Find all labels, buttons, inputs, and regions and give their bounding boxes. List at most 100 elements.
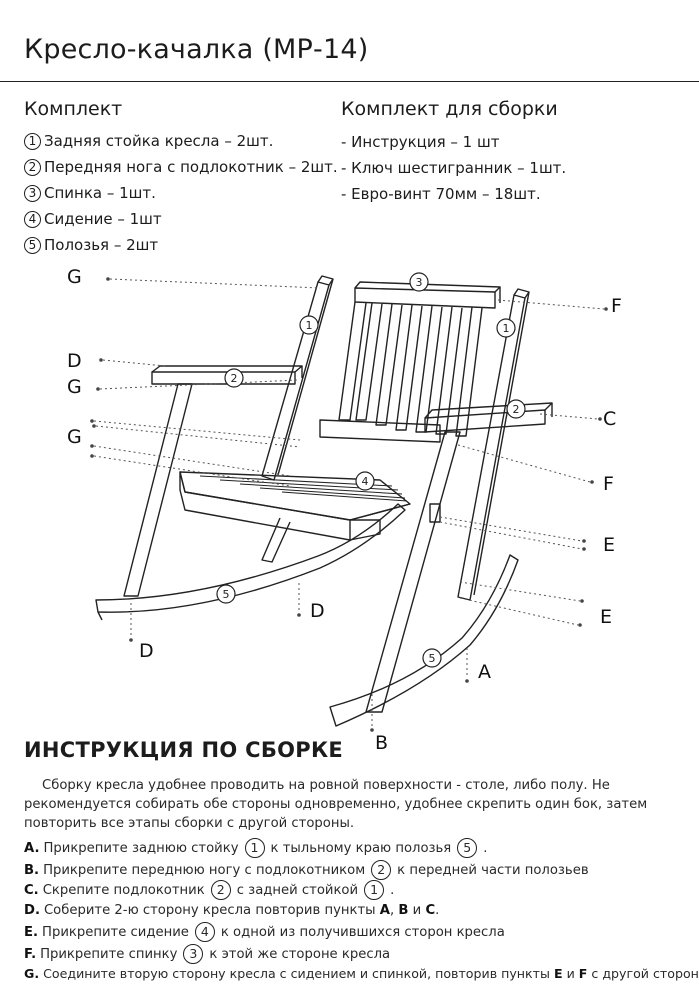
callout-4: 4 (355, 471, 375, 491)
screws (90, 277, 608, 732)
callout-5-left: 5 (216, 584, 236, 604)
step-text: и (566, 966, 575, 981)
instruction-step: G. Соедините вторую сторону кресла с сид… (24, 966, 699, 981)
label-d: D (310, 600, 325, 622)
part-number-badge: 3 (24, 184, 41, 202)
step-ref: A (379, 903, 390, 918)
label-c: C (603, 408, 616, 430)
kit-item: 4 Сидение – 1шт (24, 210, 162, 228)
part-number-badge: 5 (24, 236, 41, 254)
armrest-right (424, 409, 546, 433)
step-text: и (412, 903, 422, 918)
callout-number: 2 (513, 403, 520, 416)
part-number-badge: 4 (194, 922, 215, 942)
callout-number: 1 (306, 319, 313, 332)
callout-number: 5 (429, 652, 436, 665)
step-text: с другой стороны (591, 966, 699, 981)
instruction-step: E. Прикрепите сидение 4 к одной из получ… (24, 922, 505, 942)
seat-bracket (429, 503, 441, 523)
step-ref: B (398, 903, 409, 918)
kit-item: 1 Задняя стойка кресла – 2шт. (24, 132, 273, 150)
callout-number: 3 (416, 276, 423, 289)
instruction-step: B. Прикрепите переднюю ногу с подлокотни… (24, 860, 589, 880)
kit-item-text: Спинка – 1шт. (44, 184, 156, 202)
part-number-badge: 4 (24, 210, 41, 228)
callout-1-right: 1 (496, 318, 516, 338)
document-title: Кресло-качалка (МР-14) (24, 34, 369, 65)
step-text: . (435, 903, 440, 918)
step-text: Прикрепите спинку (40, 946, 178, 962)
assembly-kit-item: - Евро-винт 70мм – 18шт. (341, 185, 541, 203)
backrest-slats (338, 301, 483, 437)
step-letter: A. (24, 840, 40, 856)
step-ref: E (553, 966, 563, 981)
step-text: , (389, 903, 395, 918)
instruction-step: C. Скрепите подлокотник 2 с задней стойк… (24, 880, 394, 900)
step-text: Соберите 2-ю сторону кресла повторив пун… (43, 903, 376, 918)
step-text: с задней стойкой (236, 882, 359, 898)
step-letter: G. (24, 966, 40, 981)
step-letter: C. (24, 882, 39, 898)
kit-item-text: Задняя стойка кресла – 2шт. (44, 132, 274, 150)
backrest-bottom (319, 419, 441, 443)
label-d: D (139, 640, 154, 662)
part-number-badge: 3 (183, 944, 204, 964)
callout-number: 2 (231, 372, 238, 385)
instructions-heading: ИНСТРУКЦИЯ ПО СБОРКЕ (24, 738, 344, 762)
step-letter: D. (24, 903, 40, 918)
label-e: E (600, 606, 612, 628)
callout-number: 4 (362, 475, 369, 488)
step-text: Скрепите подлокотник (42, 882, 205, 898)
kit-item-text: Передняя нога с подлокотник – 2шт. (44, 158, 338, 176)
front-leg-left (123, 383, 193, 597)
assembly-kit-item: - Ключ шестигранник – 1шт. (341, 159, 567, 177)
title-divider (0, 81, 699, 82)
step-text: . (390, 882, 395, 898)
label-d: D (67, 350, 82, 372)
label-g: G (67, 426, 82, 448)
step-text: Соедините вторую сторону кресла с сидени… (43, 966, 550, 981)
callout-2-left: 2 (224, 368, 244, 388)
part-number-badge: 1 (364, 880, 385, 900)
part-number-badge: 5 (457, 838, 478, 858)
assembly-kit-heading: Комплект для сборки (341, 98, 558, 120)
step-text: . (483, 840, 488, 856)
callout-5-right: 5 (422, 648, 442, 668)
kit-item: 2 Передняя нога с подлокотник – 2шт. (24, 158, 338, 176)
leader-lines (93, 278, 605, 727)
kit-heading: Комплект (24, 98, 123, 120)
rocker-runner-right (329, 554, 519, 727)
callout-1-left: 1 (299, 315, 319, 335)
callout-2-right: 2 (506, 399, 526, 419)
label-b: B (375, 732, 388, 754)
step-letter: F. (24, 946, 37, 962)
instruction-step: D. Соберите 2-ю сторону кресла повторив … (24, 903, 439, 918)
label-e: E (603, 534, 615, 556)
exploded-chair-diagram: 1 1 3 2 2 4 5 5 G D G G F C F E E A B D … (67, 266, 622, 754)
callout-3: 3 (409, 272, 429, 292)
instructions-intro: Сборку кресла удобнее проводить на ровно… (24, 778, 648, 831)
part-number-badge: 2 (24, 158, 41, 176)
step-text: Прикрепите заднюю стойку (43, 840, 239, 856)
rocker-runner-left (95, 503, 406, 613)
part-number-badge: 2 (371, 860, 392, 880)
step-ref: F (578, 966, 588, 981)
step-letter-labels: G D G G F C F E E A B D D (67, 266, 622, 754)
step-letter: E. (24, 924, 39, 940)
kit-item: 5 Полозья – 2шт (24, 236, 158, 254)
label-a: A (478, 661, 491, 683)
callout-number: 5 (223, 588, 230, 601)
step-text: к этой же стороне кресла (209, 946, 391, 962)
kit-item: 3 Спинка – 1шт. (24, 184, 156, 202)
label-f: F (611, 295, 622, 317)
part-number-badge: 1 (244, 838, 265, 858)
step-text: к передней части полозьев (397, 862, 589, 878)
part-number-badge: 2 (210, 880, 231, 900)
instruction-step: F. Прикрепите спинку 3 к этой же стороне… (24, 944, 390, 964)
label-g: G (67, 266, 82, 288)
part-callouts: 1 1 3 2 2 4 5 5 (216, 272, 526, 668)
kit-item-text: Сидение – 1шт (44, 210, 162, 228)
step-text: к тыльному краю полозья (270, 840, 452, 856)
step-ref: C (425, 903, 436, 918)
step-text: Прикрепите сидение (42, 924, 189, 940)
